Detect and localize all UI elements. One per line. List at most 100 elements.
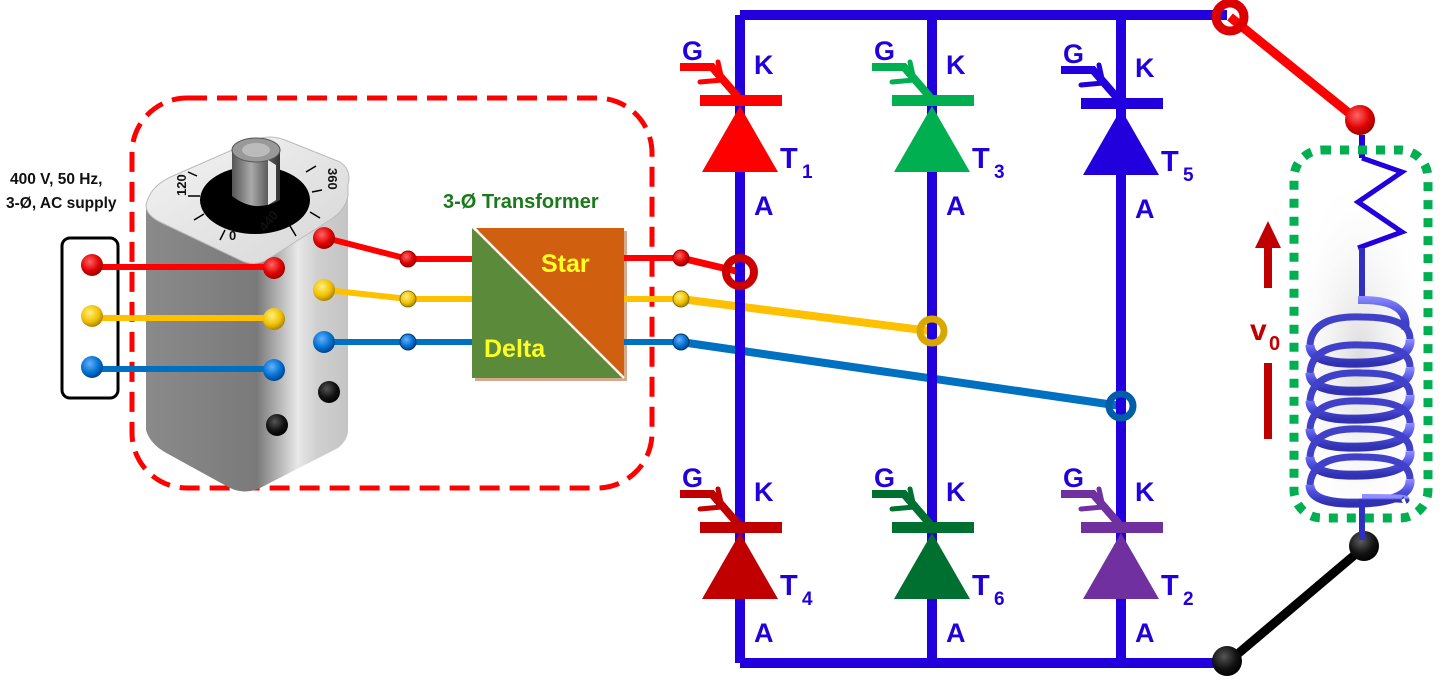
thyristor-triangle-icon [702,106,778,172]
variac-out-r [313,227,335,249]
terminal-neutral-in [266,414,288,436]
supply-terminal-b [81,356,103,378]
variac-out-b [313,331,335,353]
node-r-to-bridge [722,254,758,290]
supply-terminal-r [81,254,103,276]
gate-label: G [1063,463,1084,493]
junction-b [399,333,417,351]
thyristor-name-label: T [1161,570,1179,602]
thyristor-triangle-icon [1083,533,1159,599]
variac-in-b [263,359,285,381]
thyristor-subscript-label: 4 [802,589,813,610]
thyristor-subscript-label: 5 [1183,165,1194,186]
resistor-icon [1353,155,1408,251]
thyristor-cathode-bar [700,95,782,106]
gate-label: G [682,36,703,66]
output-node-negative [1212,646,1242,676]
output-voltage-label: v [1250,314,1267,347]
thyristor-name-label: T [780,570,798,602]
output-voltage-indicator: v 0 [1250,221,1281,439]
thyristor-subscript-label: 3 [994,162,1005,183]
thyristor-cathode-bar [892,522,974,533]
junction-y [399,290,417,308]
gate-label: G [874,463,895,493]
transformer-secondary-star [476,228,624,376]
supply-label-line2: 3-Ø, AC supply [6,195,117,212]
thyristor-gate-lead [872,490,934,527]
dial-label-360: 360 [325,168,340,190]
bridge-buses [735,10,1227,668]
output-node-positive [1211,0,1249,36]
thyristor-gate-lead [680,63,742,100]
gate-arrow-icon [1078,62,1106,88]
thyristor-gate-lead [1061,490,1123,527]
thyristor-triangle-icon [894,533,970,599]
thyristor-name-label: T [972,570,990,602]
node-y-to-bridge [916,315,948,347]
cathode-label: K [754,50,774,80]
thyristor-name-label: T [780,143,798,175]
anode-label: A [946,618,966,648]
gate-arrow-icon [697,59,725,85]
cathode-label: K [1135,477,1155,507]
anode-label: A [1135,618,1155,648]
gate-arrow-icon [889,59,917,85]
thyristor-subscript-label: 6 [994,589,1005,610]
coil-turn-back [1306,341,1414,374]
anode-label: A [754,191,774,221]
dial-label-0: 0 [229,228,236,243]
transformer-delta-label: Delta [484,335,546,363]
thyristor-name-label: T [972,143,990,175]
node-b-to-bridge [1105,390,1137,422]
thyristor-triangle-icon [1083,109,1159,175]
anode-label: A [946,191,966,221]
inductor-coil-icon [1305,296,1415,508]
rotary-knob-icon[interactable] [231,137,281,207]
gate-arrow-icon [697,486,725,512]
supply-label-line1: 400 V, 50 Hz, [10,171,103,188]
cathode-label: K [946,50,966,80]
secondary-junctions [672,249,1137,422]
variac-in-y [263,308,285,330]
transformer-title: 3-Ø Transformer [443,191,599,213]
junction-r [399,250,417,268]
thyristor-gate-lead [872,63,934,100]
gate-label: G [1063,39,1084,69]
load-node-positive [1345,105,1375,135]
three-phase-transformer: 3-Ø Transformer Star Delta [443,191,627,381]
variac-enclosure-boundary [129,95,655,491]
gate-label: G [682,463,703,493]
terminal-neutral-out [318,381,340,403]
secondary-wires [624,254,1122,410]
thyristor-gate-lead [1061,66,1123,103]
variac-output-wires [313,227,472,353]
thyristor-subscript-label: 1 [802,162,813,183]
gate-label: G [874,36,895,66]
coil-turn-back [1306,313,1414,346]
coil-turn-back [1306,397,1414,430]
voltage-arrow-up-icon [1255,221,1281,248]
thyristor-triangle-icon [702,533,778,599]
variac-out-y [313,279,335,301]
cathode-label: K [754,477,774,507]
dial-label-120: 120 [174,174,189,196]
rl-load [1285,135,1435,550]
cathode-label: K [1135,53,1155,83]
thyristor-cathode-bar [892,95,974,106]
thyristor-subscript-label: 2 [1183,589,1194,610]
gate-arrow-icon [889,486,917,512]
ac-supply: 400 V, 50 Hz, 3-Ø, AC supply [6,171,120,400]
transformer-primary-delta [472,228,622,378]
thyristor-gate-lead [680,490,742,527]
coil-turn-back [1306,369,1414,402]
thyristor-triangle-icon [894,106,970,172]
thyristor-cathode-bar [1081,522,1163,533]
transformer-star-label: Star [541,250,590,278]
gate-arrow-icon [1078,486,1106,512]
